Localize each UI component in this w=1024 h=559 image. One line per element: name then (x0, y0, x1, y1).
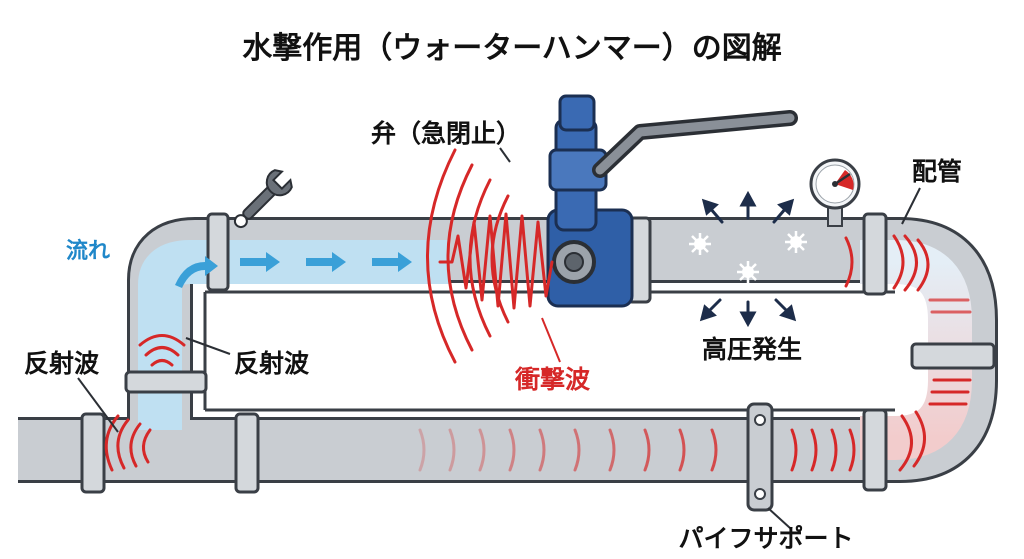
flange-top-right (862, 212, 888, 296)
shock-wave-label: 衝撃波 (514, 365, 591, 394)
shock-zigzag (438, 212, 554, 310)
pipe-support (746, 402, 774, 512)
shock-waves-valve (426, 148, 554, 364)
reflected-waves-right (844, 234, 972, 472)
valve (546, 94, 798, 308)
reflected-wave-left-label: 反射波 (24, 349, 100, 378)
water-upstream (138, 240, 450, 430)
flange-vertical (124, 370, 208, 394)
valve-leader (499, 147, 511, 163)
burst-icon (689, 233, 711, 255)
burst-icon (785, 231, 807, 253)
wrench-icon (233, 169, 293, 229)
arrow-icon (306, 252, 346, 272)
waves-bottom (418, 428, 856, 472)
pressure-arrows (699, 190, 797, 328)
pipe-system (18, 217, 998, 483)
reflected-inner-leader (185, 337, 231, 355)
right-clamp (910, 342, 996, 370)
flow-label: 流れ (66, 238, 110, 264)
valve-label: 弁（急閉止） (371, 119, 521, 148)
high-pressure-label: 高圧発生 (702, 335, 802, 364)
page-title: 水撃作用（ウォーターハンマー）の図解 (242, 31, 781, 66)
pipe-leader (901, 187, 921, 225)
pressure-bursts (689, 231, 807, 283)
flange-bottom-right (862, 408, 888, 492)
shock-leader (541, 317, 561, 363)
burst-icon (737, 261, 759, 283)
inner-loop-gap (205, 292, 895, 410)
leader-lines (77, 147, 921, 529)
pipe-support-label: パイフサポート (678, 524, 853, 553)
arrow-icon (240, 252, 280, 272)
reflected-left-leader (77, 377, 119, 433)
arrow-icon (372, 252, 412, 272)
reflected-wave-inner-label: 反射波 (234, 349, 310, 378)
reflected-waves-left (104, 334, 186, 472)
arrow-icon (175, 256, 218, 288)
flange-top-left (206, 212, 230, 292)
flow-arrows (175, 252, 412, 288)
pipe-label: 配管 (912, 157, 962, 186)
pressure-gauge-icon (809, 158, 861, 227)
flange-bottom-mid (234, 412, 260, 494)
support-leader (767, 507, 791, 529)
flange-bottom-left (80, 412, 106, 494)
